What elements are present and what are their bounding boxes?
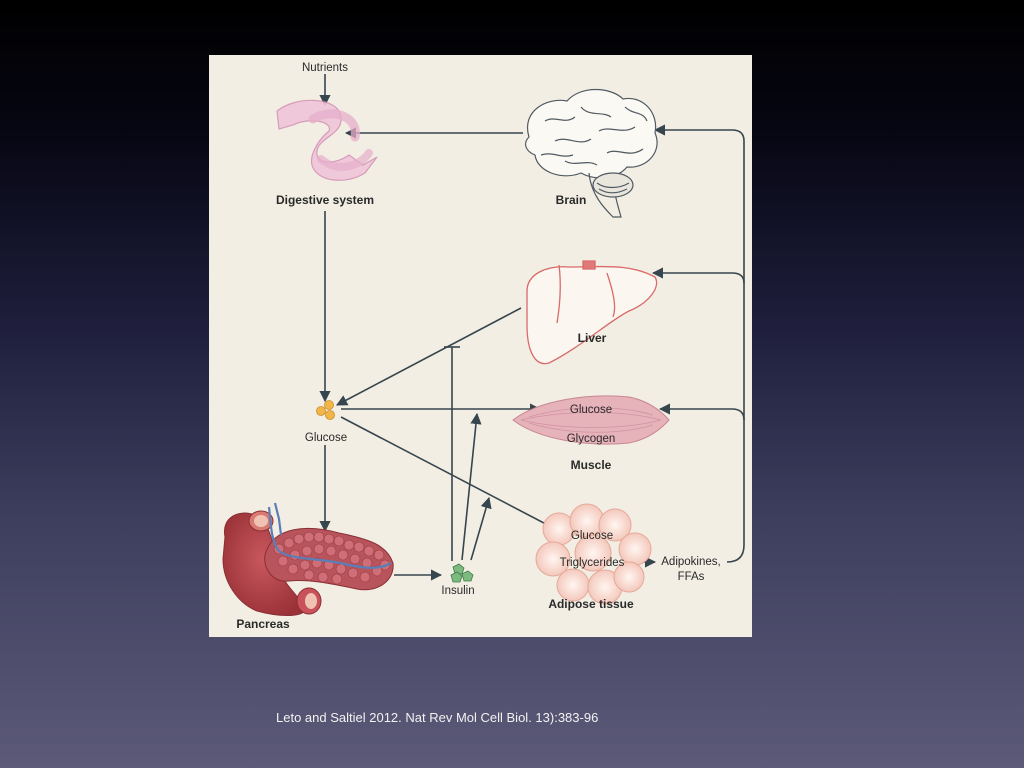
adipose-tissue-illustration (535, 503, 652, 605)
diagram-canvas: Nutrients Digestive system Brain Liver G… (222, 62, 745, 631)
label-insulin: Insulin (441, 585, 474, 597)
arrow-insulin-to-muscle-path (461, 412, 482, 561)
label-brain: Brain (556, 193, 587, 207)
label-adipokines: Adipokines, (661, 556, 720, 568)
arrow-insulin-to-adipose-path (470, 496, 492, 561)
liver-illustration (526, 260, 658, 365)
arrow-liver-to-glucose (336, 307, 522, 406)
label-digestive-system: Digestive system (276, 193, 374, 207)
label-muscle-glucose: Glucose (570, 404, 612, 416)
label-glucose: Glucose (305, 432, 347, 444)
label-muscle-glycogen: Glycogen (567, 433, 616, 445)
label-adipose-tissue: Adipose tissue (548, 597, 634, 611)
muscle-illustration (512, 395, 670, 445)
label-pancreas: Pancreas (236, 617, 290, 631)
arrow-glucose-to-adipose (340, 416, 564, 534)
label-liver: Liver (578, 331, 607, 345)
citation-text: Leto and Saltiel 2012. Nat Rev Mol Cell … (276, 710, 599, 725)
pancreas-illustration (222, 502, 394, 616)
glucose-icon (316, 400, 335, 420)
label-adipose-triglycerides: Triglycerides (560, 557, 625, 569)
diagram-panel: Nutrients Digestive system Brain Liver G… (209, 55, 752, 637)
feedback-loop-line (653, 124, 745, 563)
arrow-feedback-to-liver (651, 267, 745, 284)
arrow-feedback-to-muscle (658, 403, 745, 421)
label-ffas: FFAs (678, 571, 705, 583)
label-adipose-glucose: Glucose (571, 530, 613, 542)
insulin-icon (450, 563, 474, 583)
label-muscle: Muscle (571, 458, 612, 472)
digestive-system-illustration (276, 99, 378, 181)
brain-illustration (525, 89, 658, 218)
label-nutrients: Nutrients (302, 62, 348, 74)
